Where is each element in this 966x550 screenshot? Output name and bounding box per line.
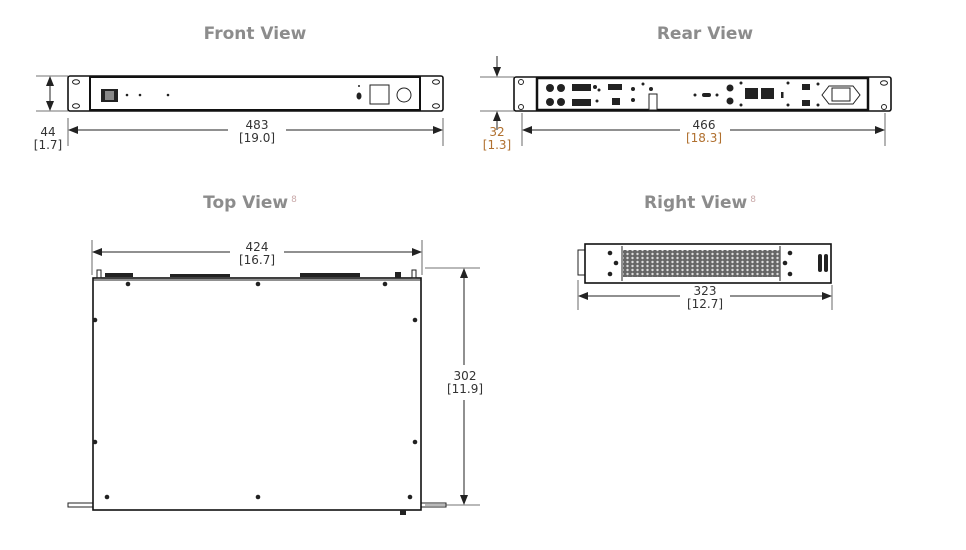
svg-text:483: 483 bbox=[246, 118, 269, 132]
top-width-dimension: 424 [16.7] bbox=[91, 240, 423, 275]
rear-panel-drawing bbox=[513, 76, 892, 112]
svg-text:[1.3]: [1.3] bbox=[483, 138, 511, 152]
top-chassis-drawing bbox=[67, 269, 447, 515]
svg-text:[16.7]: [16.7] bbox=[239, 253, 275, 267]
rear-width-dimension: 466 [18.3] bbox=[521, 113, 886, 146]
front-height-dimension: 44 [1.7] bbox=[34, 75, 68, 152]
knob-icon bbox=[396, 87, 412, 103]
front-view-title: Front View bbox=[204, 24, 307, 44]
svg-text:[11.9]: [11.9] bbox=[447, 382, 483, 396]
front-view: Front View 44 [1.7] 483 [19.0] bbox=[34, 24, 444, 152]
svg-text:323: 323 bbox=[694, 284, 717, 298]
right-side-drawing bbox=[577, 243, 832, 284]
svg-text:[18.3]: [18.3] bbox=[686, 131, 722, 145]
front-width-dimension: 483 [19.0] bbox=[67, 118, 444, 146]
power-inlet-icon bbox=[821, 85, 861, 105]
display-icon bbox=[369, 84, 390, 105]
rear-height-dimension: 32 [1.3] bbox=[480, 56, 514, 152]
right-depth-dimension: 323 [12.7] bbox=[577, 280, 833, 311]
svg-text:302: 302 bbox=[454, 369, 477, 383]
svg-text:32: 32 bbox=[489, 125, 504, 139]
svg-text:424: 424 bbox=[246, 240, 269, 254]
svg-text:[1.7]: [1.7] bbox=[34, 138, 62, 152]
svg-text:466: 466 bbox=[693, 118, 716, 132]
top-depth-dimension: 302 [11.9] bbox=[425, 267, 483, 506]
svg-text:[12.7]: [12.7] bbox=[687, 297, 723, 311]
svg-text:[19.0]: [19.0] bbox=[239, 131, 275, 145]
vent-grille bbox=[623, 250, 780, 277]
rear-view-title: Rear View bbox=[657, 24, 754, 44]
front-panel-drawing bbox=[67, 75, 444, 112]
svg-text:44: 44 bbox=[40, 125, 55, 139]
rear-view: Rear View 32 [1.3] 466 [18.3] bbox=[480, 24, 892, 152]
